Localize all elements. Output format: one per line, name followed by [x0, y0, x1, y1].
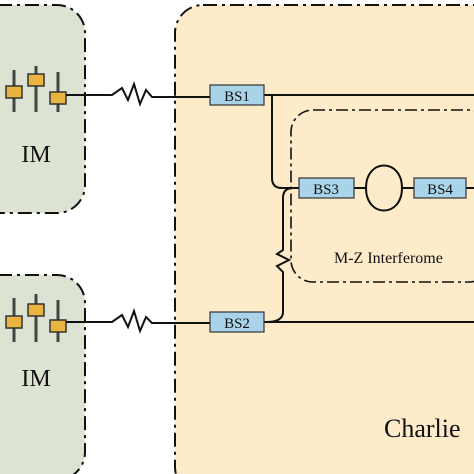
mz-arms [354, 164, 404, 212]
bs1-block: BS1 [209, 84, 265, 106]
slider-fader-icon [5, 66, 67, 112]
bs3-block: BS3 [298, 177, 355, 199]
fiber-links [66, 80, 474, 334]
bs3-label: BS3 [313, 182, 339, 198]
charlie-label: Charlie [384, 414, 461, 443]
mz-interferometer: M-Z Interferome [290, 109, 474, 283]
charlie-module: Charlie [174, 4, 474, 474]
mz-box [290, 109, 474, 283]
im-module-bottom: IM [0, 274, 86, 474]
fiber-top-in [66, 80, 210, 107]
bs4-label: BS4 [427, 182, 453, 198]
im-module-top: IM [0, 4, 86, 214]
im-bottom-label: IM [21, 366, 50, 392]
bs2-block: BS2 [209, 311, 265, 333]
bs1-label: BS1 [224, 89, 250, 105]
fiber-bs1-bs3 [271, 95, 299, 189]
bs4-block: BS4 [413, 177, 467, 199]
charlie-box [174, 4, 474, 474]
slider-fader-icon [5, 294, 67, 342]
fiber-bottom-in [66, 307, 210, 334]
im-top-label: IM [21, 142, 50, 168]
im-top-box [0, 4, 86, 214]
mz-label: M-Z Interferome [334, 250, 443, 267]
bs2-label: BS2 [224, 316, 250, 332]
fiber-bs2-bs3 [265, 187, 294, 323]
